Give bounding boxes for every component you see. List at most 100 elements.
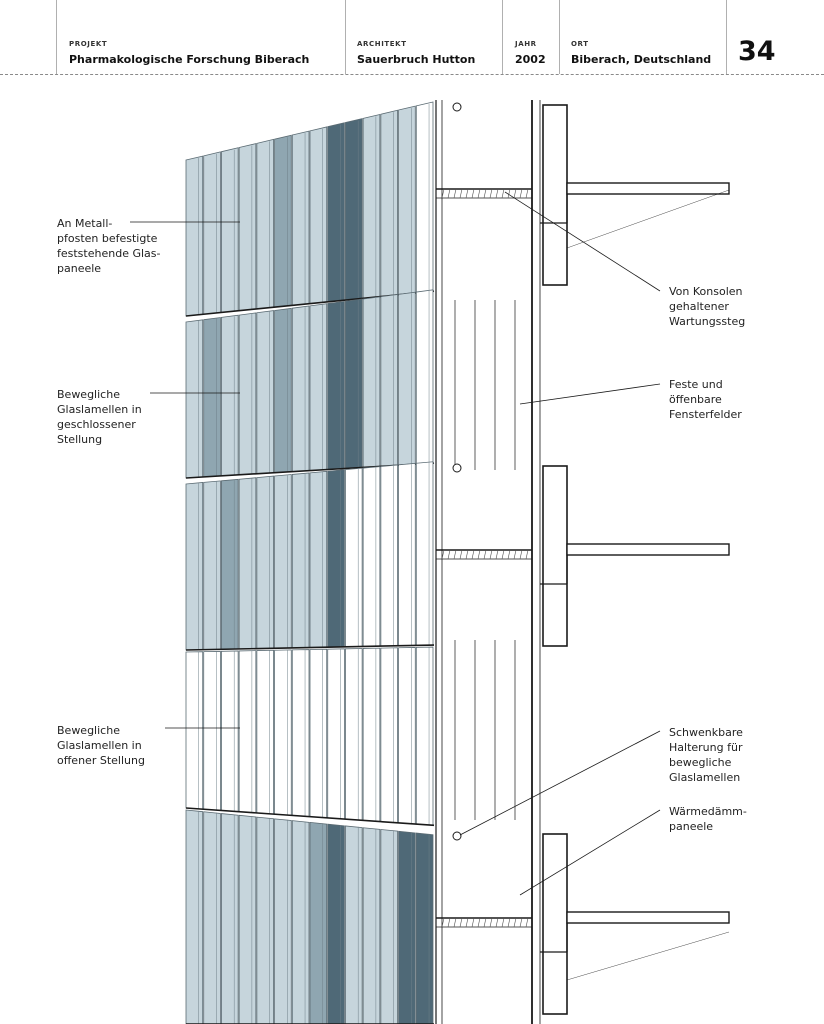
louvre-slat xyxy=(274,474,292,649)
walkway-grating xyxy=(495,188,499,199)
walkway-grating xyxy=(489,549,493,560)
walkway-grating xyxy=(471,188,475,199)
louvre-slat xyxy=(185,482,204,651)
walkway-grating xyxy=(465,188,469,199)
beam-flange xyxy=(566,182,730,195)
slab-column xyxy=(542,833,568,1015)
project-value: Pharmakologische Forschung Biberach xyxy=(69,53,310,66)
walkway-grating xyxy=(441,917,445,928)
leader-line xyxy=(504,191,661,292)
walkway-grating xyxy=(519,188,523,199)
label-line: Schwenkbare xyxy=(669,726,743,739)
louvre-slat xyxy=(398,291,416,466)
walkway-grating xyxy=(495,917,499,928)
divider xyxy=(345,0,346,74)
louvre-slat xyxy=(203,151,221,315)
walkway-grating xyxy=(465,549,469,560)
label-line: paneele xyxy=(669,820,714,833)
label-line: Stellung xyxy=(57,433,103,446)
walkway-grating xyxy=(441,549,445,560)
year-label: JAHR xyxy=(515,40,537,48)
page-number: 34 xyxy=(738,36,776,67)
louvre-slat xyxy=(185,155,204,317)
louvre-slat xyxy=(221,314,239,477)
year-value: 2002 xyxy=(515,53,546,66)
label-line: bewegliche xyxy=(669,756,732,769)
label-insulation-panels: Wärmedämm- paneele xyxy=(669,804,747,834)
louvre-slat xyxy=(345,118,363,301)
louvre-slat xyxy=(291,130,310,306)
louvre-slat xyxy=(398,105,416,296)
label-line: feststehende Glas- xyxy=(57,247,161,260)
label-line: Wärmedämm- xyxy=(669,805,747,818)
projection-line xyxy=(566,189,730,249)
walkway-grating xyxy=(477,549,481,560)
header-rule xyxy=(0,74,824,75)
louvre-slat xyxy=(238,143,257,312)
divider xyxy=(559,0,560,74)
walkway-grating xyxy=(495,549,499,560)
walkway-grating xyxy=(483,917,487,928)
walkway-grating xyxy=(471,549,475,560)
louvre-slat xyxy=(309,126,328,305)
label-line: paneele xyxy=(57,262,102,275)
louvre-slat xyxy=(274,818,292,1024)
pivot-pin xyxy=(452,102,462,112)
project-label: PROJEKT xyxy=(69,40,108,48)
louvre-slat xyxy=(221,147,239,313)
louvre-slat xyxy=(203,480,221,651)
walkway-grating xyxy=(471,917,475,928)
louvre-slat xyxy=(362,827,381,1024)
year-field: JAHR 2002 xyxy=(515,40,546,66)
walkway-grating xyxy=(519,549,523,560)
louvre-slat xyxy=(327,469,345,648)
architect-field: ARCHITEKT Sauerbruch Hutton xyxy=(357,40,475,66)
louvre-slat xyxy=(309,470,328,648)
label-louvres-closed: Bewegliche Glaslamellen in geschlossener… xyxy=(57,387,142,447)
label-line: gehaltener xyxy=(669,300,729,313)
location-label: ORT xyxy=(571,40,589,48)
floor-slab xyxy=(436,463,730,647)
louvre-slat xyxy=(309,648,328,819)
louvre-slat xyxy=(238,312,257,476)
louvre-slat xyxy=(327,823,345,1024)
louvre-slat xyxy=(380,109,398,297)
louvre-slat xyxy=(380,464,398,647)
walkway-grating xyxy=(483,549,487,560)
label-line: Von Konsolen xyxy=(669,285,743,298)
label-line: Fensterfelder xyxy=(669,408,742,421)
louvre-slat xyxy=(327,122,345,303)
louvre-slat xyxy=(291,820,310,1024)
louvre-slat xyxy=(291,305,310,473)
walkway-grating xyxy=(501,188,505,199)
location-value: Biberach, Deutschland xyxy=(571,53,712,66)
walkway-grating xyxy=(525,549,529,560)
beam-flange xyxy=(566,543,730,556)
divider xyxy=(56,0,57,74)
label-louvres-open: Bewegliche Glaslamellen in offener Stell… xyxy=(57,723,145,768)
louvre-grid xyxy=(185,101,435,1024)
label-line: Wartungssteg xyxy=(669,315,746,328)
louvre-slat xyxy=(274,649,292,816)
projection-line xyxy=(566,931,730,981)
louvre-slat xyxy=(362,466,381,647)
walkway-grating xyxy=(465,917,469,928)
label-line: An Metall- xyxy=(57,217,113,230)
louvre-slat xyxy=(398,647,416,825)
louvre-slat xyxy=(345,825,363,1024)
louvre-slat xyxy=(345,298,363,469)
louvre-slat xyxy=(256,138,274,310)
walkway-grating xyxy=(513,188,517,199)
louvre-slat xyxy=(185,809,204,1024)
louvre-slat xyxy=(398,462,416,647)
louvre-rail xyxy=(185,644,435,651)
leader-lines xyxy=(130,191,661,896)
label-line: öffenbare xyxy=(669,393,722,406)
walkway-grating xyxy=(513,549,517,560)
walkway-grating xyxy=(453,188,457,199)
label-fixed-glass-panels: An Metall- pfosten befestigte feststehen… xyxy=(57,216,160,276)
walkway-grating xyxy=(477,188,481,199)
louvre-slat xyxy=(362,296,381,468)
building-structure xyxy=(435,100,730,1024)
